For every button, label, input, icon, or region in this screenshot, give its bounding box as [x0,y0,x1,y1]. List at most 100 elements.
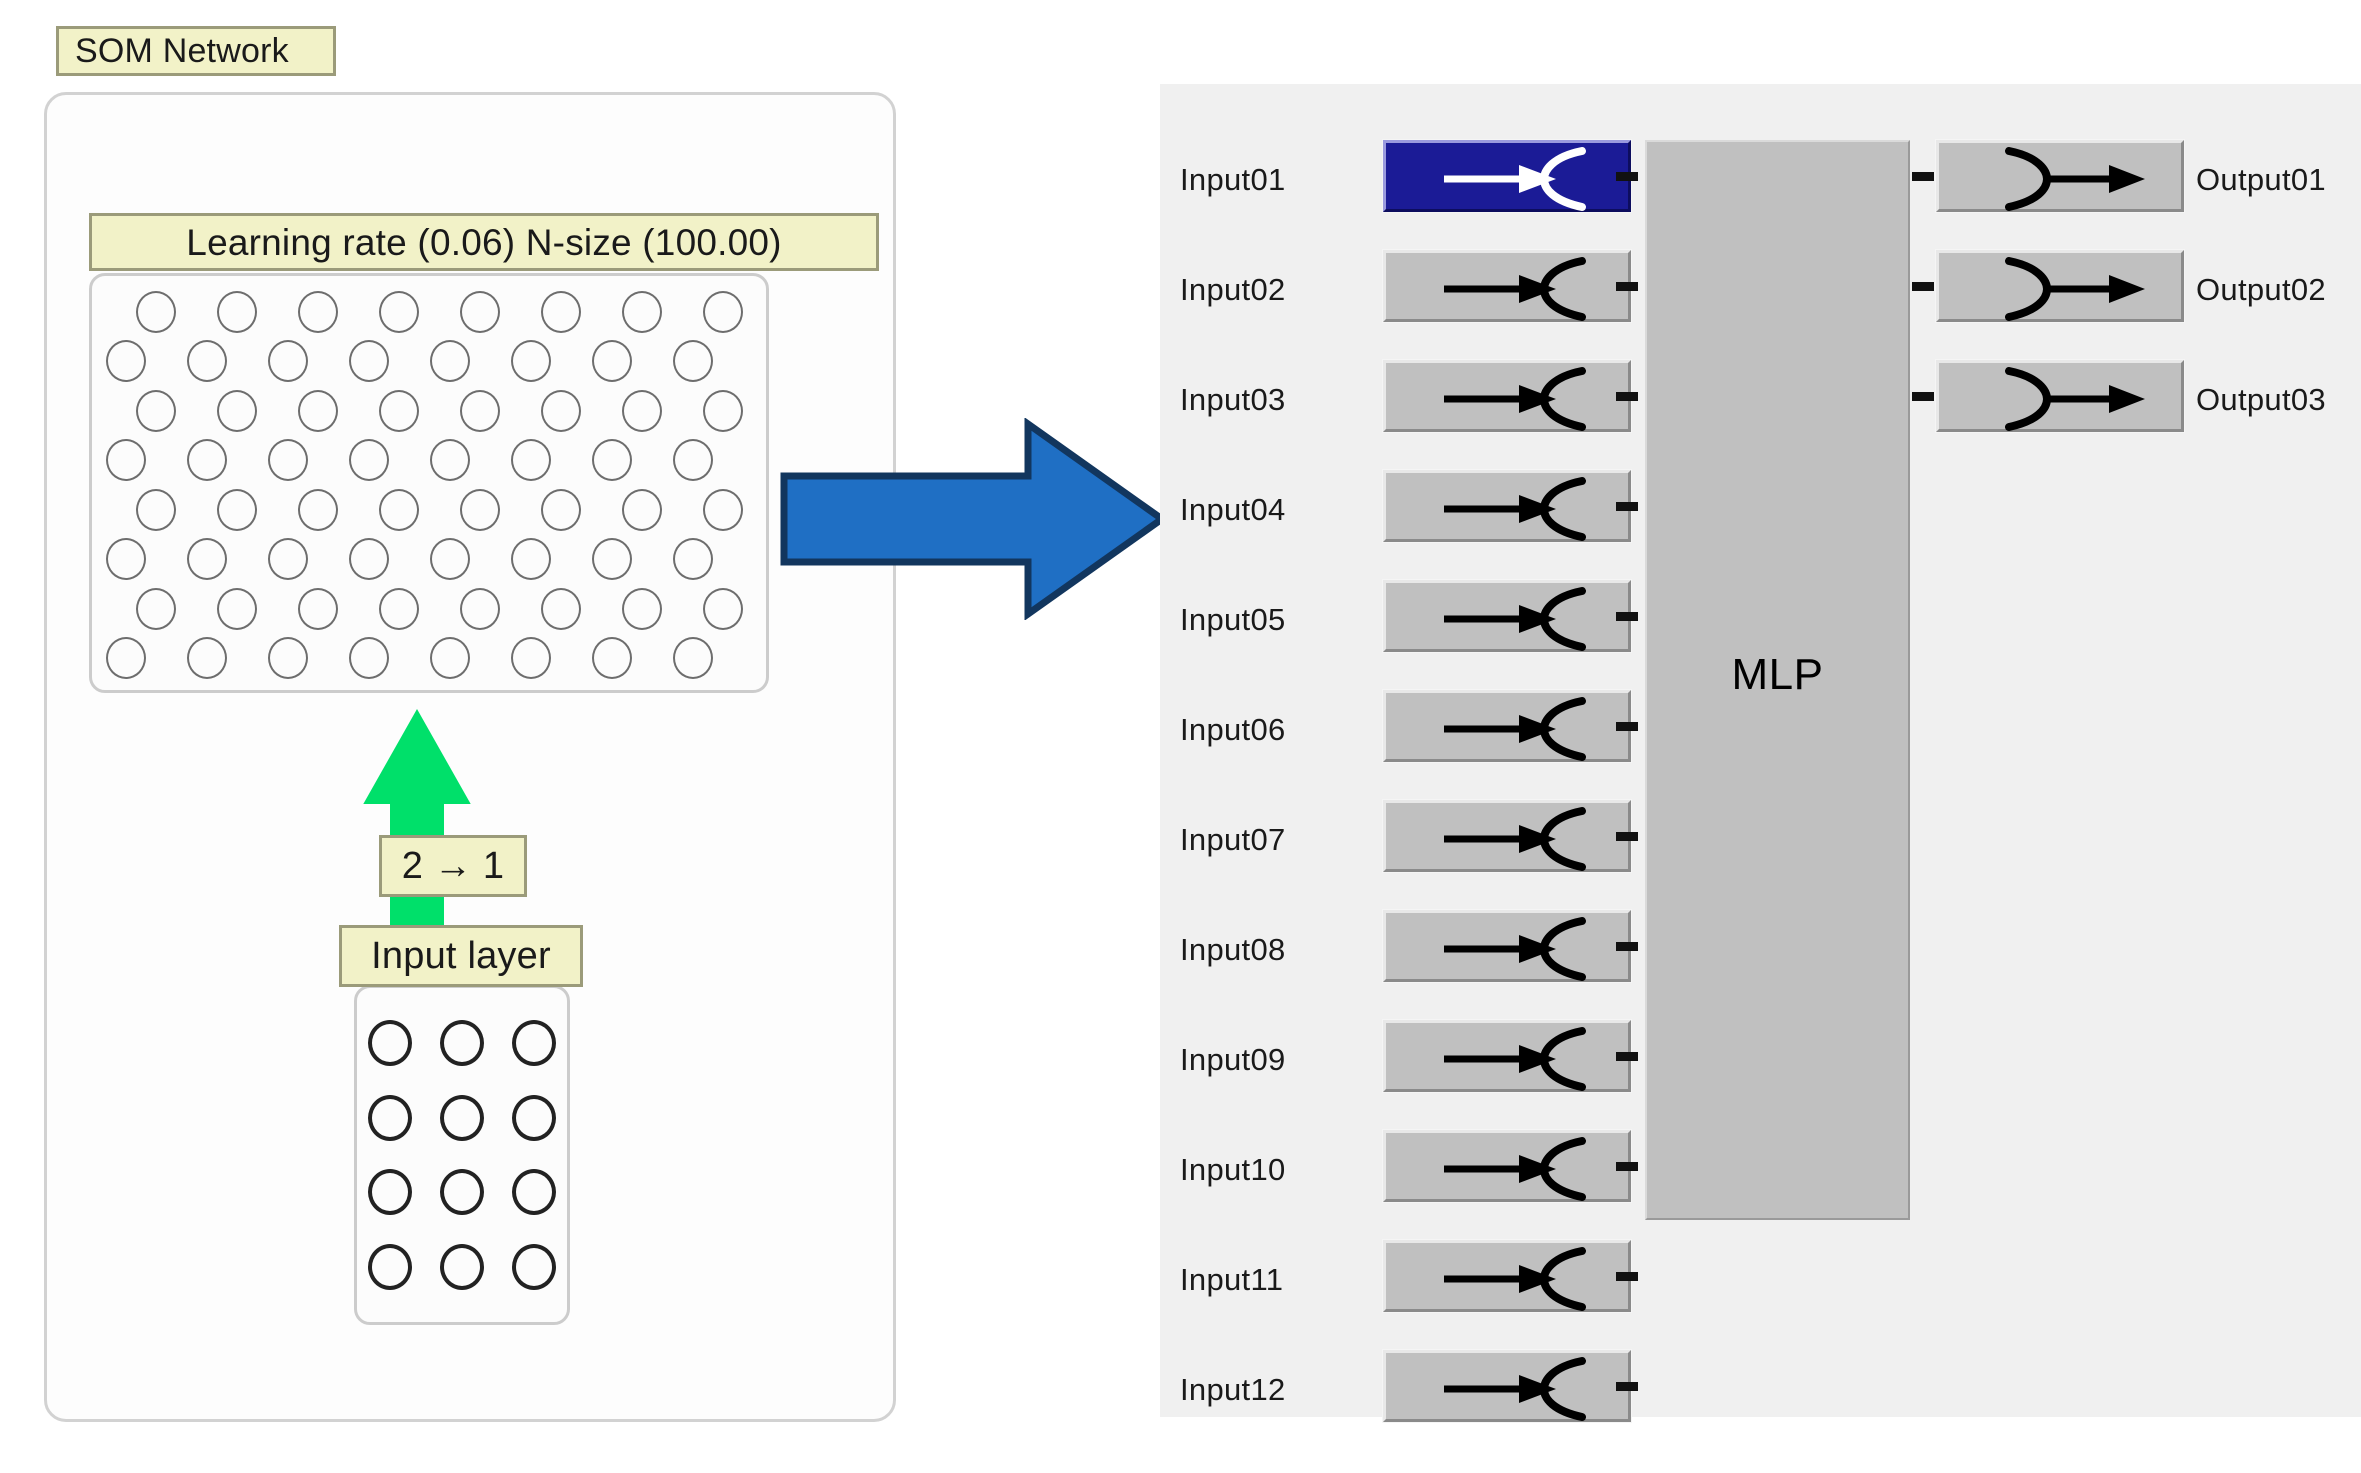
som-node[interactable] [298,291,338,333]
output-neuron-node[interactable] [1936,250,2184,322]
som-node[interactable] [187,538,227,581]
som-node[interactable] [106,340,146,383]
input-layer-node[interactable] [512,1243,556,1290]
som-node[interactable] [268,340,308,383]
som-node[interactable] [703,488,743,531]
input-neuron-node[interactable] [1383,1350,1631,1422]
som-node[interactable] [106,636,146,679]
som-node[interactable] [703,389,743,432]
som-node[interactable] [136,389,176,432]
som-node[interactable] [349,340,389,383]
som-node[interactable] [430,439,470,482]
input-layer-node[interactable] [368,1243,412,1290]
som-node[interactable] [673,538,713,581]
input-neuron-node[interactable] [1383,360,1631,432]
som-node[interactable] [298,389,338,432]
input-neuron-node[interactable] [1383,580,1631,652]
som-node[interactable] [106,439,146,482]
som-node[interactable] [106,538,146,581]
som-node[interactable] [430,538,470,581]
som-node[interactable] [217,389,257,432]
input-layer-node[interactable] [440,1094,484,1141]
som-node[interactable] [217,587,257,630]
input-node-label: Input10 [1180,1152,1286,1187]
som-network-title: SOM Network [75,32,289,70]
output-node-label: Output03 [2196,382,2326,417]
input-neuron-node[interactable] [1383,1240,1631,1312]
output-connector-line [1912,392,1934,401]
som-node[interactable] [430,340,470,383]
som-node[interactable] [673,340,713,383]
input-neuron-node[interactable] [1383,470,1631,542]
som-node[interactable] [217,291,257,333]
som-node[interactable] [511,340,551,383]
output-neuron-node[interactable] [1936,140,2184,212]
som-node[interactable] [268,636,308,679]
som-node[interactable] [430,636,470,679]
input-layer-node[interactable] [440,1243,484,1290]
som-node[interactable] [541,488,581,531]
som-node[interactable] [622,488,662,531]
som-node[interactable] [349,439,389,482]
som-node[interactable] [460,389,500,432]
som-node[interactable] [379,587,419,630]
som-node[interactable] [460,291,500,333]
som-node[interactable] [673,439,713,482]
output-node-label: Output01 [2196,162,2326,197]
input-layer-node[interactable] [512,1094,556,1141]
som-node[interactable] [703,291,743,333]
learning-params-tag: Learning rate (0.06) N-size (100.00) [89,213,879,271]
som-node[interactable] [511,636,551,679]
input-layer-node[interactable] [368,1094,412,1141]
input-layer-node[interactable] [368,1169,412,1216]
som-node[interactable] [703,587,743,630]
som-grid-row [92,636,766,680]
input-neuron-node[interactable] [1383,1020,1631,1092]
output-neuron-node[interactable] [1936,360,2184,432]
som-node[interactable] [136,291,176,333]
som-node[interactable] [541,389,581,432]
input-layer-node[interactable] [368,1020,412,1067]
som-node[interactable] [622,389,662,432]
som-node[interactable] [592,538,632,581]
som-node[interactable] [187,439,227,482]
som-node[interactable] [268,538,308,581]
input-neuron-node[interactable] [1383,800,1631,872]
som-node[interactable] [592,439,632,482]
som-node[interactable] [136,488,176,531]
som-node[interactable] [379,389,419,432]
som-node[interactable] [187,340,227,383]
som-node[interactable] [187,636,227,679]
som-node[interactable] [460,488,500,531]
som-node[interactable] [349,538,389,581]
som-node[interactable] [460,587,500,630]
input-layer-node[interactable] [440,1169,484,1216]
som-node[interactable] [511,538,551,581]
som-node[interactable] [511,439,551,482]
input-neuron-node[interactable] [1383,250,1631,322]
input-neuron-node[interactable] [1383,1130,1631,1202]
som-node[interactable] [541,291,581,333]
som-node[interactable] [379,291,419,333]
input-neuron-node[interactable] [1383,690,1631,762]
input-layer-node[interactable] [512,1020,556,1067]
som-node[interactable] [592,636,632,679]
map-dimension-tag: 2 → 1 [379,835,527,897]
input-layer-node[interactable] [440,1020,484,1067]
input-neuron-node[interactable] [1383,140,1631,212]
som-node[interactable] [268,439,308,482]
som-node[interactable] [379,488,419,531]
mlp-hidden-layer-box[interactable] [1645,140,1910,1220]
som-node[interactable] [136,587,176,630]
som-node[interactable] [541,587,581,630]
som-node[interactable] [298,587,338,630]
som-node[interactable] [298,488,338,531]
input-layer-node[interactable] [512,1169,556,1216]
som-node[interactable] [622,587,662,630]
som-node[interactable] [217,488,257,531]
som-node[interactable] [622,291,662,333]
som-node[interactable] [673,636,713,679]
som-node[interactable] [592,340,632,383]
input-neuron-node[interactable] [1383,910,1631,982]
som-node[interactable] [349,636,389,679]
